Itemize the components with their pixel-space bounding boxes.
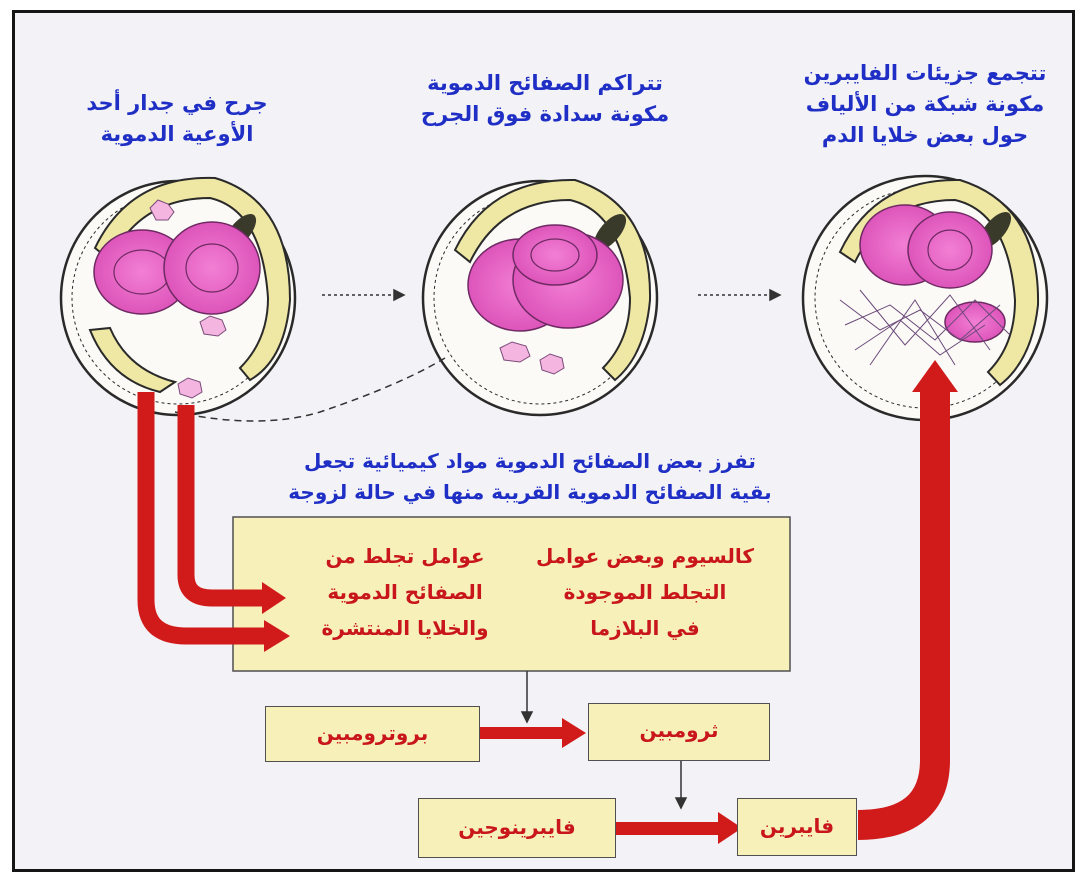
factors-platelets-line-3: والخلايا المنتشرة: [295, 610, 515, 646]
red-arrow-fibrin-to-net: [858, 360, 958, 825]
caption-platelet-release-line-2: بقية الصفائح الدموية القريبة منها في حال…: [250, 477, 810, 508]
caption-fibrin-net-line-2: مكونة شبكة من الألياف: [780, 89, 1070, 120]
factors-plasma-line-2: التجلط الموجودة: [520, 574, 770, 610]
box-fibrinogen: فايبرينوجين: [418, 798, 616, 858]
caption-platelet-plug-line-1: تتراكم الصفائح الدموية: [400, 68, 690, 99]
caption-platelet-release: تفرز بعض الصفائح الدموية مواد كيميائية ت…: [250, 446, 810, 508]
caption-platelet-release-line-1: تفرز بعض الصفائح الدموية مواد كيميائية ت…: [250, 446, 810, 477]
factors-plasma-line-3: في البلازما: [520, 610, 770, 646]
caption-fibrin-net: تتجمع جزيئات الفايبرين مكونة شبكة من الأ…: [780, 58, 1070, 151]
caption-fibrin-net-line-1: تتجمع جزيئات الفايبرين: [780, 58, 1070, 89]
caption-platelet-plug: تتراكم الصفائح الدموية مكونة سدادة فوق ا…: [400, 68, 690, 130]
label-thrombin: ثرومبين: [589, 718, 769, 742]
factors-plasma: كالسيوم وبعض عوامل التجلط الموجودة في ال…: [520, 538, 770, 646]
caption-fibrin-net-line-3: حول بعض خلايا الدم: [780, 120, 1070, 151]
caption-wound: جرح في جدار أحد الأوعية الدموية: [62, 88, 292, 150]
label-fibrin: فايبرين: [738, 814, 856, 838]
factors-platelets-line-1: عوامل تجلط من: [295, 538, 515, 574]
vessel-platelet-plug-illustration: [423, 180, 657, 415]
factors-platelets-line-2: الصفائح الدموية: [295, 574, 515, 610]
box-prothrombin: بروترومبين: [265, 706, 480, 762]
red-arrows-into-box: [146, 392, 265, 636]
box-fibrin: فايبرين: [737, 798, 857, 856]
factors-plasma-line-1: كالسيوم وبعض عوامل: [520, 538, 770, 574]
caption-platelet-plug-line-2: مكونة سدادة فوق الجرح: [400, 99, 690, 130]
vessel-wound-illustration: [61, 178, 295, 415]
caption-wound-line-2: الأوعية الدموية: [62, 119, 292, 150]
red-arrow-prothrombin-thrombin: [480, 718, 586, 748]
factors-platelets: عوامل تجلط من الصفائح الدموية والخلايا ا…: [295, 538, 515, 646]
box-thrombin: ثرومبين: [588, 703, 770, 761]
red-arrow-fibrinogen-fibrin: [615, 812, 742, 844]
label-fibrinogen: فايبرينوجين: [419, 815, 615, 839]
label-prothrombin: بروترومبين: [266, 721, 479, 745]
caption-wound-line-1: جرح في جدار أحد: [62, 88, 292, 119]
